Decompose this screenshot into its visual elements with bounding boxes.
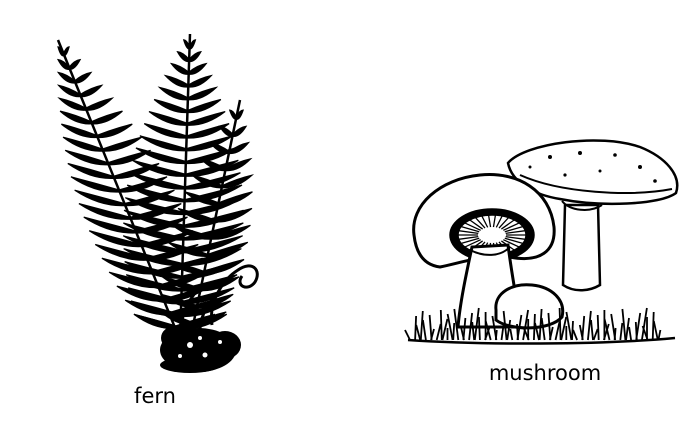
mushroom-figure: mushroom (400, 135, 690, 395)
fern-label: fern (134, 384, 176, 408)
fern-illustration (56, 33, 259, 373)
ground-clump (160, 326, 241, 373)
button-mushroom (494, 283, 565, 330)
mushroom-label: mushroom (488, 361, 602, 385)
fern-figure: fern (30, 20, 280, 420)
mushroom-illustration (404, 139, 679, 345)
